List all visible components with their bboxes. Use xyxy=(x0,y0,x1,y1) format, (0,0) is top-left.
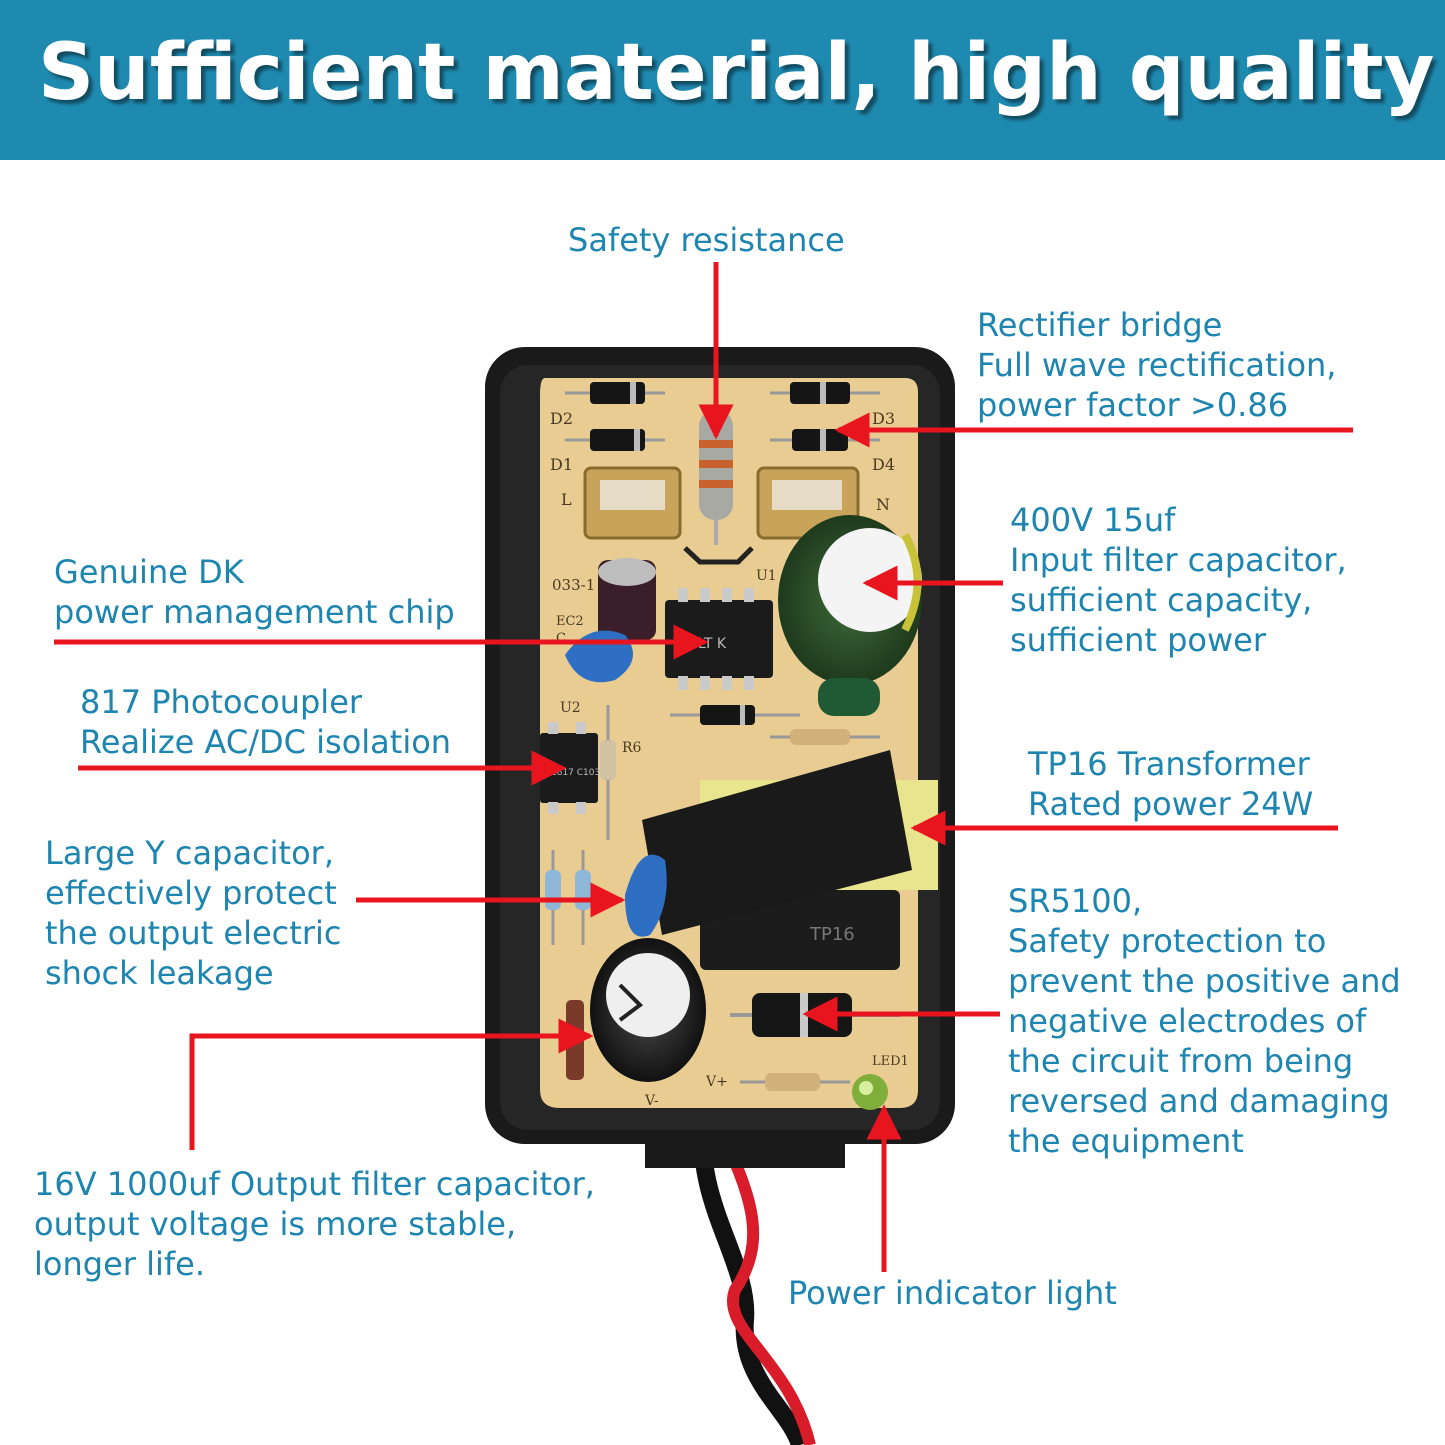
label-y-capacitor: Large Y capacitor, effectively protect t… xyxy=(45,834,342,992)
diode-d3 xyxy=(770,382,880,404)
silk-d4: D4 xyxy=(872,455,895,474)
input-filter-capacitor xyxy=(778,515,922,685)
resistor-bottom xyxy=(740,1073,850,1091)
transformer-marking: TP16 xyxy=(809,924,855,945)
y-capacitor xyxy=(625,854,667,937)
cable-red xyxy=(709,1109,816,1445)
silk-n: N xyxy=(876,495,890,514)
output-filter-capacitor xyxy=(590,938,706,1082)
arrow-output-cap xyxy=(189,1018,594,1150)
silk-code: 033-1 xyxy=(552,576,595,594)
output-resistor xyxy=(566,1000,584,1080)
silk-d1: D1 xyxy=(550,455,573,474)
silk-u1: U1 xyxy=(756,568,777,584)
label-output-capacitor: 16V 1000uf Output filter capacitor, outp… xyxy=(34,1165,595,1283)
capacitor-ec2 xyxy=(598,558,656,640)
diode-d1 xyxy=(565,429,665,451)
transformer-tp16 xyxy=(642,750,938,970)
silk-r6: R6 xyxy=(622,740,642,756)
silk-vplus: V+ xyxy=(705,1074,728,1090)
silk-led: LED1 xyxy=(872,1054,909,1069)
label-rectifier-bridge: Rectifier bridge Full wave rectification… xyxy=(977,306,1337,424)
label-power-indicator: Power indicator light xyxy=(788,1274,1117,1312)
label-photocoupler: 817 Photocoupler Realize AC/DC isolation xyxy=(80,683,452,761)
label-input-capacitor: 400V 15uf Input filter capacitor, suffic… xyxy=(1010,501,1347,659)
diode-d2 xyxy=(565,382,665,404)
resistor-r6 xyxy=(600,705,616,840)
label-safety-resistance: Safety resistance xyxy=(568,221,845,259)
small-diode xyxy=(670,705,800,725)
resistor-top xyxy=(770,729,880,745)
silk-u2: U2 xyxy=(560,700,581,716)
silk-vminus: V- xyxy=(644,1093,659,1109)
silk-d3: D3 xyxy=(872,409,895,428)
silk-c: C xyxy=(556,631,566,646)
silk-l: L xyxy=(561,490,572,509)
silk-ec2: EC2 xyxy=(556,614,584,629)
opto-marking: PC817 C103 xyxy=(545,768,600,778)
page-title: Sufficient material, high quality xyxy=(38,28,1435,118)
label-dk-chip: Genuine DK power management chip xyxy=(54,553,455,631)
power-led xyxy=(852,1074,888,1110)
green-capacitor xyxy=(818,678,880,716)
silk-d2: D2 xyxy=(550,409,573,428)
cable-black xyxy=(693,1108,809,1445)
label-sr5100: SR5100, Safety protection to prevent the… xyxy=(1008,882,1401,1160)
title-banner: Sufficient material, high quality xyxy=(0,0,1445,160)
label-transformer: TP16 Transformer Rated power 24W xyxy=(1028,745,1314,823)
